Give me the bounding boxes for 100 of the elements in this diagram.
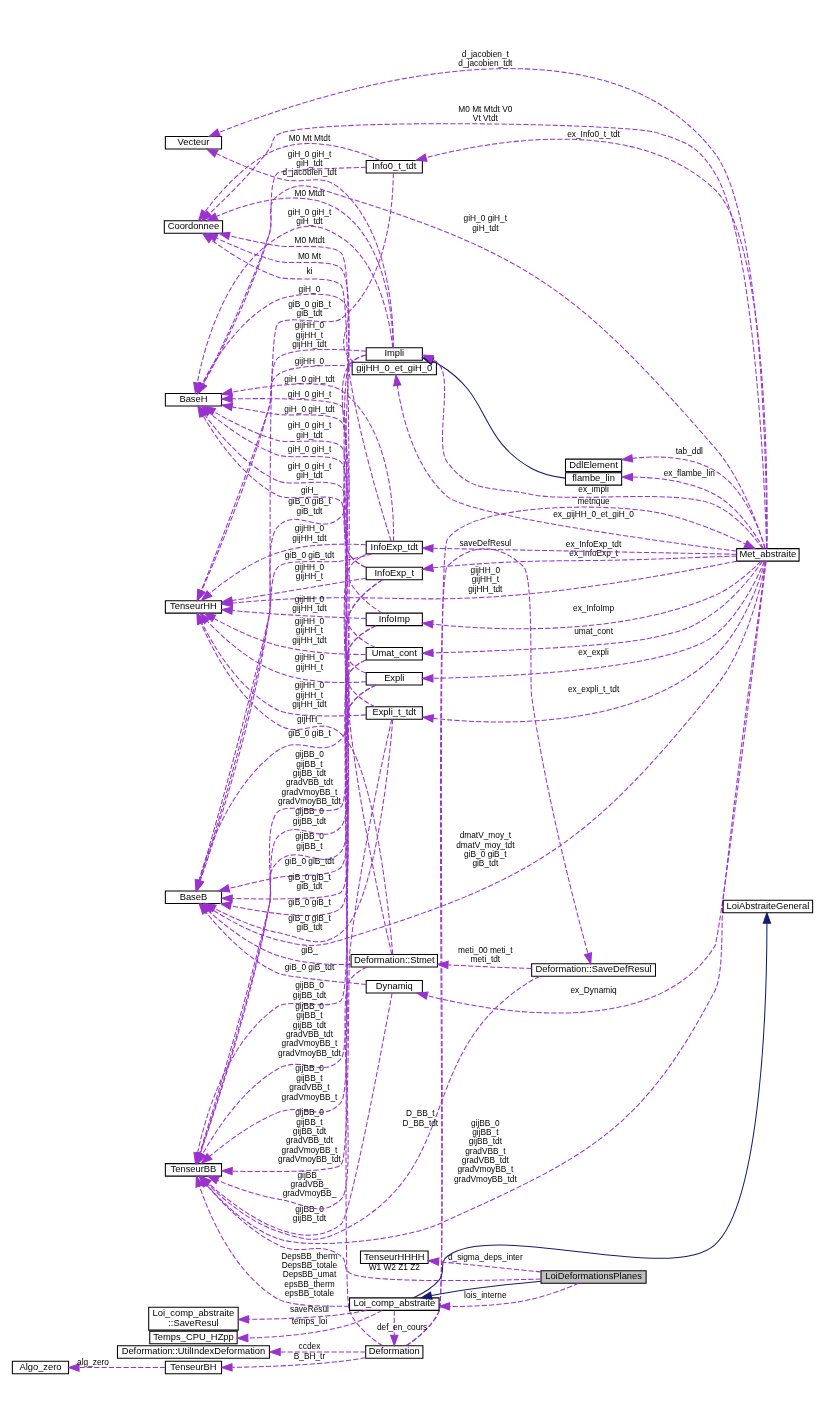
edge-label: gijBB_ gradVBB_ gradVmoyBB_ [282, 1169, 337, 1198]
node-box: Algo_zero [11, 1360, 70, 1374]
node-box: Umat_cont [365, 646, 423, 660]
edge-label: giH_0 giH_t [287, 388, 332, 399]
node-box: Expli_t_tdt [365, 705, 423, 720]
edge-label: gijBB_0 gijBB_t gijBB_tdt gradVBB_tdt gradVmoyBB_t gradVmoyBB_tdt [278, 1106, 341, 1164]
arrow [420, 560, 765, 683]
edge-label: dmatV_moy_t dmatV_moy_tdt giB_0 giB_t giB_tdt [456, 829, 515, 868]
arrow [199, 611, 367, 683]
edge-label: giB_ [301, 944, 318, 955]
node-box: Impli [365, 346, 423, 361]
arrow [436, 960, 532, 969]
arrow [220, 605, 367, 619]
edge-label: saveDefResul [459, 537, 512, 548]
node-box: Coordonnee [163, 219, 224, 234]
edge-label: giH_0 [298, 283, 321, 294]
edge-label: M0 Mt [297, 250, 322, 261]
edge-label: tab_ddl [675, 445, 703, 456]
edge-label: giB_0 giB_t [288, 727, 331, 738]
edge-label: ex_expli [578, 646, 609, 657]
arrow [217, 231, 392, 542]
edge-label: ex_InfoExp_t [569, 547, 618, 558]
node-box: Deformation [365, 1344, 424, 1359]
node-box: Expli [365, 671, 423, 685]
edge-label: saveResul [290, 1303, 329, 1314]
edge-label: M0 Mtdt [294, 234, 325, 245]
edge-label: ccdex [298, 1340, 321, 1351]
arrow [236, 1309, 367, 1324]
node-box: InfoExp_tdt [365, 540, 423, 554]
edge-label: B_BH_tr [293, 1350, 326, 1361]
edge-label: def_en_cours [376, 1321, 428, 1332]
node-box: Deformation::UtilIndexDeformation [116, 1344, 270, 1359]
edge-label: M0 Mtdt [294, 187, 325, 198]
edge-label: gijHH_0 gijHH_t gijHH_tdt [292, 319, 327, 349]
node-box: LoiAbstraiteGeneral [722, 899, 814, 913]
edge-label: gijHH_0 gijHH_t gijHH_tdt [468, 564, 503, 594]
arrow [268, 1347, 367, 1356]
edge-label: gijBB_0 gijBB_tdt [292, 1203, 327, 1223]
edge-label: umat_cont [574, 625, 613, 636]
edge-label: gijBB_0 gijBB_t gijBB_tdt gradVBB_tdt gradVmoyBB_t gradVmoyBB_tdt [278, 1000, 341, 1058]
edge-label: d_jacobien_t d_jacobien_tdt [458, 48, 513, 68]
node-box: gijHH_0_et_giH_0 [351, 361, 437, 375]
edge-label: giB_0 giB_tdt [284, 961, 335, 972]
arrow [220, 1356, 367, 1372]
node-box: TenseurHH [164, 599, 223, 614]
edge-label: ex_InfoImp [573, 602, 615, 613]
edge-label: lois_interne [464, 1289, 507, 1300]
arrow [414, 138, 768, 549]
arrow [405, 547, 593, 1346]
node-box: InfoImp [365, 612, 423, 626]
node-box: DdlElement [564, 458, 623, 472]
node-box: TenseurBH [164, 1360, 223, 1374]
arrow [413, 910, 772, 1298]
edge-label: giB_0 giB_t giB_tdt [288, 871, 331, 891]
arrow [437, 1282, 580, 1311]
arrow [620, 472, 765, 549]
arrow [393, 373, 737, 552]
edge-label: gijHH_ [297, 713, 322, 724]
node-box: InfoExp_t [365, 566, 423, 580]
edge-label: d_sigma_deps_inter [447, 1251, 523, 1262]
arrow [67, 1362, 166, 1372]
node-box: TenseurBB [164, 1162, 223, 1177]
arrow [206, 966, 368, 1209]
arrow [421, 560, 763, 657]
arrow [200, 543, 367, 601]
arrow [420, 560, 762, 629]
edge-label: ex_flambe_lin [663, 467, 715, 478]
node-box: Info0_t_tdt [365, 159, 423, 173]
node-box: BaseH [164, 392, 223, 407]
edge-label: giB_0 giB_t [288, 896, 331, 907]
edge-label: gijHH_0 gijHH_t [294, 651, 325, 672]
edge-label: giH_ [300, 484, 319, 495]
edge-label: gijBB_0 gijBB_t gradVBB_t gradVmoyBB_t [281, 1062, 338, 1102]
edge-label: gijHH_0 gijHH_tdt [292, 593, 327, 613]
edge-label: temps_loi [291, 1315, 328, 1326]
node-box: LoiDeformationsPlanes [540, 1269, 647, 1284]
arrow [415, 560, 767, 1013]
node-box: flambe_lin [564, 471, 623, 486]
node-box: Loi_comp_abstraite [349, 1296, 440, 1311]
node-box: Deformation::SaveDefResul [531, 962, 656, 977]
edge-label: ex_expli_t_tdt [567, 683, 620, 694]
edge-label: giB_0 giB_t giB_tdt [288, 912, 331, 932]
node-box: Vecteur [164, 135, 223, 150]
edge-label: giH_0 giH_tdt [284, 403, 335, 414]
edge-label: giH_0 giH_t giH_tdt [463, 212, 508, 233]
edge-label: ex_InfoExp_tdt [565, 538, 622, 549]
edge-label: ex_impli [578, 483, 609, 494]
arrow [405, 506, 757, 1346]
edge-label: ex_Dynamiq [570, 984, 617, 995]
arrow [420, 555, 738, 572]
edge-label: ex_gijHH_0_et_giH_0 [553, 508, 635, 519]
edge-label: giH_0 giH_tdt [284, 373, 335, 383]
edge-label: ex_Info0_t_tdt [567, 128, 620, 139]
edge-label: giB_0 giB_t giB_tdt [288, 298, 331, 318]
arrow [426, 1256, 542, 1272]
edge-label: meti_00 meti_t meti_tdt [458, 944, 513, 964]
edge-label: ki [306, 265, 313, 276]
edge-label: giH_0 giH_t giH_tdt [287, 206, 332, 226]
arrow [421, 560, 766, 723]
arrow [419, 1280, 542, 1300]
